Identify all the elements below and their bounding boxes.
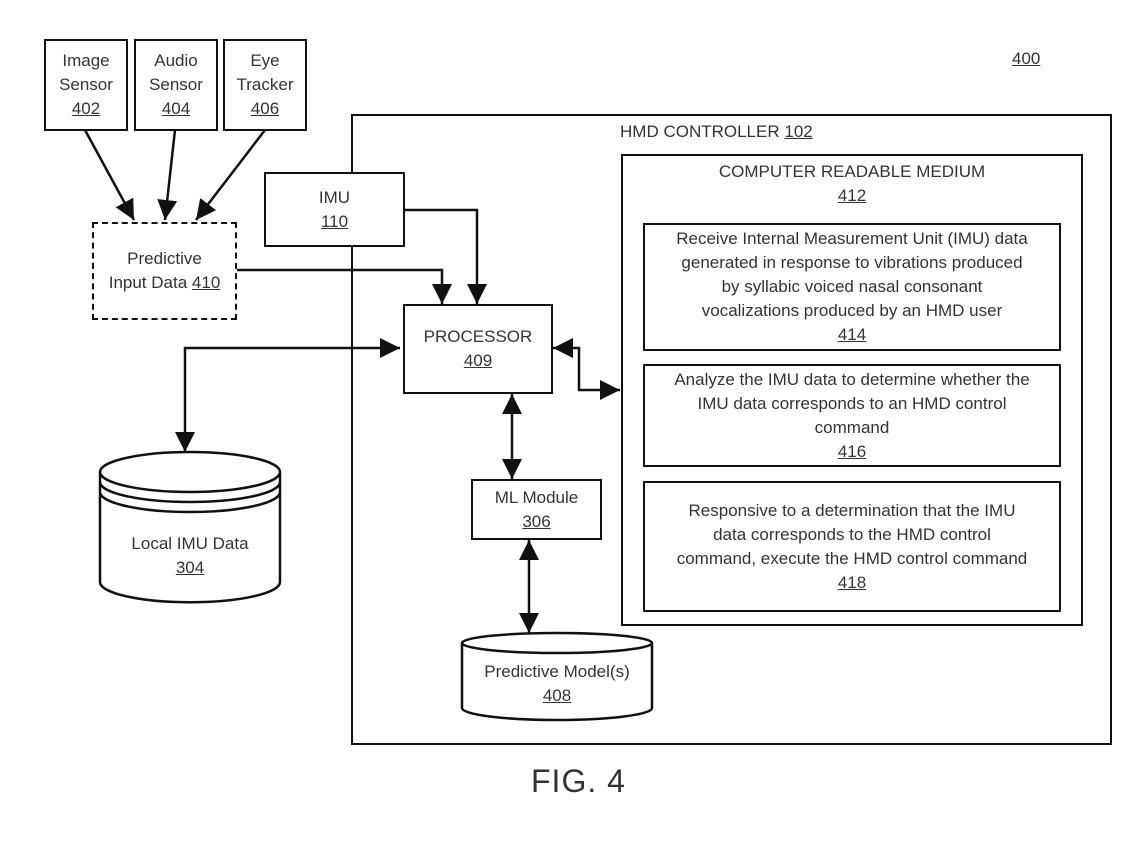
image-sensor-ref: 402	[71, 99, 101, 118]
arrow-predictive-input-to-processor	[237, 268, 452, 304]
predictive-input-line2-wrap: Input Data 410	[109, 271, 221, 295]
eye-tracker-line1: Eye	[250, 51, 280, 70]
figure-caption: FIG. 4	[531, 763, 626, 799]
arrow-processor-crm	[553, 338, 620, 400]
image-sensor-box: Image Sensor 402	[44, 39, 128, 131]
step-416-ref: 416	[837, 441, 867, 461]
audio-sensor-ref: 404	[161, 99, 191, 118]
step-414-line: by syllabic voiced nasal consonant	[721, 277, 983, 296]
step-418-line: data corresponds to the HMD control	[713, 524, 991, 544]
local-imu-data-label: Local IMU Data	[131, 534, 249, 553]
audio-sensor-line1: Audio	[154, 51, 198, 70]
eye-tracker-box: Eye Tracker 406	[223, 39, 307, 131]
step-414-line: Receive Internal Measurement Unit (IMU) …	[676, 229, 1028, 248]
crm-step-416: Analyze the IMU data to determine whethe…	[643, 364, 1061, 467]
local-imu-data-ref: 304	[175, 558, 205, 577]
eye-tracker-line2: Tracker	[236, 75, 294, 94]
step-418-line: command, execute the HMD control command	[676, 548, 1028, 568]
step-416-line: command	[814, 417, 890, 437]
ml-module-box: ML Module 306	[471, 479, 602, 540]
step-418-ref: 418	[837, 572, 867, 592]
predictive-input-ref: 410	[191, 273, 221, 292]
hmd-controller-label: HMD CONTROLLER	[620, 122, 780, 141]
arrow-imu-to-processor	[404, 208, 487, 304]
eye-tracker-ref: 406	[250, 99, 280, 118]
step-418-line: Responsive to a determination that the I…	[688, 500, 1016, 520]
audio-sensor-line2: Sensor	[149, 75, 203, 94]
step-416-line: Analyze the IMU data to determine whethe…	[674, 369, 1030, 389]
image-sensor-line2: Sensor	[59, 75, 113, 94]
predictive-models-label: Predictive Model(s)	[484, 662, 630, 681]
predictive-input-line2: Input Data	[108, 273, 188, 292]
audio-sensor-box: Audio Sensor 404	[134, 39, 218, 131]
crm-ref: 412	[837, 186, 867, 205]
local-imu-data-cylinder	[98, 450, 282, 604]
ml-module-ref: 306	[522, 511, 551, 531]
predictive-models-text: Predictive Model(s) 408	[462, 660, 652, 708]
predictive-models-cylinder	[460, 631, 654, 722]
processor-box: PROCESSOR 409	[403, 304, 553, 394]
step-414-ref: 414	[837, 325, 867, 344]
processor-label: PROCESSOR	[423, 327, 533, 346]
crm-container	[621, 154, 1083, 626]
hmd-controller-container	[351, 114, 1112, 745]
arrow-eye-tracker-to-predictive-input	[195, 129, 266, 221]
predictive-input-data-box: Predictive Input Data 410	[92, 222, 237, 320]
arrow-processor-local-imu-data	[175, 338, 400, 452]
imu-box: IMU 110	[264, 172, 405, 247]
arrow-image-sensor-to-predictive-input	[83, 129, 136, 221]
hmd-controller-title: HMD CONTROLLER 102	[620, 120, 813, 144]
processor-ref: 409	[463, 351, 493, 370]
hmd-controller-ref: 102	[784, 122, 813, 141]
predictive-input-line1: Predictive	[127, 249, 202, 268]
local-imu-data-text: Local IMU Data 304	[100, 532, 280, 580]
step-414-line: vocalizations produced by an HMD user	[701, 301, 1003, 320]
figure-ref-number: 400	[1012, 49, 1041, 68]
ml-module-label: ML Module	[494, 487, 579, 507]
crm-title: COMPUTER READABLE MEDIUM 412	[621, 160, 1083, 208]
crm-step-414: Receive Internal Measurement Unit (IMU) …	[643, 223, 1061, 351]
arrow-audio-sensor-to-predictive-input	[157, 129, 178, 221]
crm-label: COMPUTER READABLE MEDIUM	[718, 162, 986, 181]
predictive-models-ref: 408	[542, 686, 572, 705]
imu-ref: 110	[320, 211, 349, 231]
step-414-line: generated in response to vibrations prod…	[681, 253, 1023, 272]
image-sensor-line1: Image	[62, 51, 110, 70]
step-416-line: IMU data corresponds to an HMD control	[697, 393, 1007, 413]
imu-label: IMU	[318, 187, 351, 207]
crm-step-418: Responsive to a determination that the I…	[643, 481, 1061, 612]
